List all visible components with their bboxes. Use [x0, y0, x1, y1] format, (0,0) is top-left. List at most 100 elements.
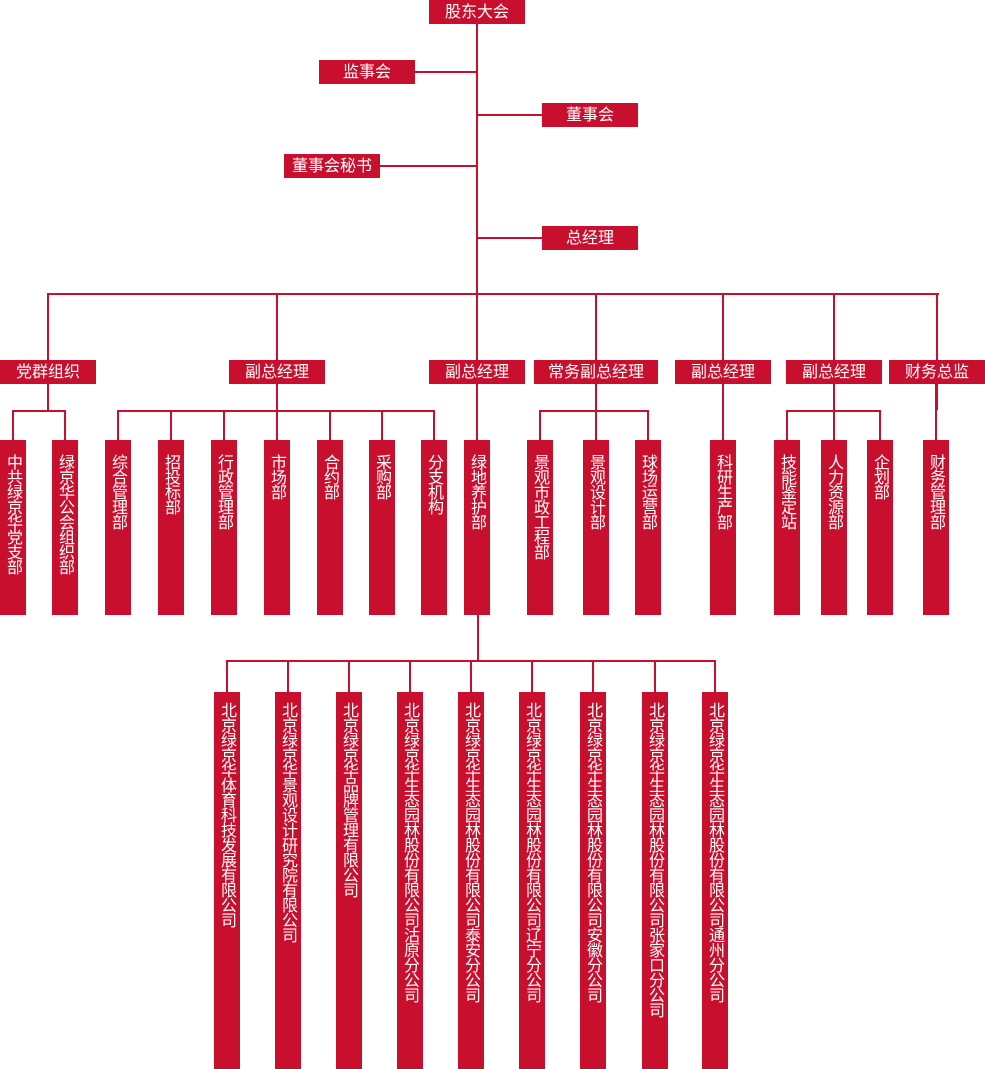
subsidiary-box: 北京绿京华景观设计研究院有限公司: [275, 692, 301, 1069]
gm-connector: [478, 237, 542, 239]
unit-drop-line: [381, 410, 383, 440]
subsidiary-box: 北京绿京华生态园林股份有限公司沽原分公司: [397, 692, 423, 1069]
subsidiary-box-label: 北京绿京华品牌管理有限公司: [340, 702, 359, 897]
subsidiary-box: 北京绿京华生态园林股份有限公司通州分公司: [702, 692, 728, 1069]
division-drop-line: [833, 293, 835, 360]
subsidiary-box-label: 北京绿京华生态园林股份有限公司安徽分公司: [584, 702, 603, 1002]
department-box: 景观设计部: [583, 440, 609, 615]
supervisory-connector: [415, 71, 476, 73]
department-box: 绿地养护部: [464, 440, 490, 615]
unit-drop-line: [935, 384, 937, 440]
unit-drop-line: [170, 410, 172, 440]
department-box-label: 中共绿京华党支部: [4, 454, 23, 574]
subsidiary-drop-line: [592, 660, 594, 692]
unit-drop-line: [12, 410, 14, 440]
department-box: 中共绿京华党支部: [0, 440, 26, 615]
subsidiary-drop-line: [409, 660, 411, 692]
subsidiary-drop-line: [654, 660, 656, 692]
unit-drop-line: [117, 410, 119, 440]
division-box: 党群组织: [0, 360, 96, 384]
division-box: 常务副总经理: [534, 360, 658, 384]
department-box: 合约部: [317, 440, 343, 615]
board-secretary-box: 董事会秘书: [284, 154, 380, 178]
subsidiary-box: 北京绿京华体育科技发展有限公司: [214, 692, 240, 1069]
division-box: 财务总监: [889, 360, 985, 384]
subsidiary-box-label: 北京绿京华生态园林股份有限公司通州分公司: [706, 702, 725, 1002]
department-box: 行政管理部: [211, 440, 237, 615]
subsidiary-box-label: 北京绿京华体育科技发展有限公司: [218, 702, 237, 927]
department-box-label: 市场部: [268, 454, 287, 499]
unit-drop-line: [833, 410, 835, 440]
unit-drop-line: [647, 410, 649, 440]
board-box: 董事会: [542, 103, 638, 127]
shareholders-box: 股东大会: [429, 0, 525, 24]
main-spine-line: [476, 24, 478, 294]
department-box: 采购部: [369, 440, 395, 615]
division-box: 副总经理: [786, 360, 882, 384]
subsidiary-box: 北京绿京华生态园林股份有限公司张家口分公司: [642, 692, 668, 1069]
department-box-label: 分支机构: [425, 454, 444, 514]
department-box-label: 合约部: [321, 454, 340, 499]
department-box: 科研生产部: [710, 440, 736, 615]
subsidiary-drop-line: [348, 660, 350, 692]
subsidiary-box-label: 北京绿京华生态园林股份有限公司泰安分公司: [462, 702, 481, 1002]
unit-drop-line: [539, 410, 541, 440]
department-box: 球场运营部: [635, 440, 661, 615]
subsidiary-drop-line: [470, 660, 472, 692]
department-box-label: 绿地养护部: [468, 454, 487, 529]
division-down-line: [936, 384, 938, 410]
subsidiary-box: 北京绿京华生态园林股份有限公司安徽分公司: [580, 692, 606, 1069]
department-box-label: 景观设计部: [587, 454, 606, 529]
department-box: 企划部: [867, 440, 893, 615]
division-drop-line: [47, 293, 49, 360]
unit-drop-line: [879, 410, 881, 440]
department-box-label: 球场运营部: [639, 454, 658, 529]
department-box: 市场部: [264, 440, 290, 615]
division-box: 副总经理: [429, 360, 525, 384]
unit-drop-line: [476, 384, 478, 440]
department-box: 财务管理部: [923, 440, 949, 615]
department-box: 绿京华公会组织部: [52, 440, 78, 615]
division-down-line: [833, 384, 835, 410]
subsidiary-box: 北京绿京华生态园林股份有限公司辽宁分公司: [519, 692, 545, 1069]
unit-bar-line: [539, 410, 649, 412]
department-box: 综合管理部: [105, 440, 131, 615]
division-bar-line: [48, 293, 939, 295]
subsidiary-box: 北京绿京华品牌管理有限公司: [336, 692, 362, 1069]
subsidiary-drop-line: [226, 660, 228, 692]
subsidiary-box-label: 北京绿京华生态园林股份有限公司辽宁分公司: [523, 702, 542, 1002]
subsidiary-box-label: 北京绿京华生态园林股份有限公司沽原分公司: [401, 702, 420, 1002]
subsidiary-drop-line: [714, 660, 716, 692]
unit-drop-line: [595, 410, 597, 440]
division-box: 副总经理: [675, 360, 771, 384]
subsidiary-box-label: 北京绿京华景观设计研究院有限公司: [279, 702, 298, 942]
department-box-label: 人力资源部: [825, 454, 844, 529]
unit-drop-line: [223, 410, 225, 440]
unit-bar-line: [12, 410, 66, 412]
subsidiary-box: 北京绿京华生态园林股份有限公司泰安分公司: [458, 692, 484, 1069]
department-box-label: 财务管理部: [927, 454, 946, 529]
supervisory-board-box: 监事会: [319, 60, 415, 84]
general-manager-box: 总经理: [542, 226, 638, 250]
unit-drop-line: [276, 410, 278, 440]
department-box-label: 科研生产部: [714, 454, 733, 529]
department-box-label: 招投标部: [162, 454, 181, 514]
division-drop-line: [722, 293, 724, 360]
board-connector: [478, 114, 542, 116]
department-box: 分支机构: [421, 440, 447, 615]
division-down-line: [276, 384, 278, 410]
department-box-label: 绿京华公会组织部: [56, 454, 75, 574]
secretary-connector: [380, 165, 476, 167]
department-box-label: 行政管理部: [215, 454, 234, 529]
subsidiary-spine-line: [477, 615, 479, 660]
unit-drop-line: [722, 384, 724, 440]
division-drop-line: [595, 293, 597, 360]
subsidiary-drop-line: [531, 660, 533, 692]
department-box: 人力资源部: [821, 440, 847, 615]
department-box-label: 采购部: [373, 454, 392, 499]
department-box: 景观市政工程部: [527, 440, 553, 615]
department-box: 招投标部: [158, 440, 184, 615]
division-down-line: [47, 384, 49, 410]
unit-drop-line: [329, 410, 331, 440]
